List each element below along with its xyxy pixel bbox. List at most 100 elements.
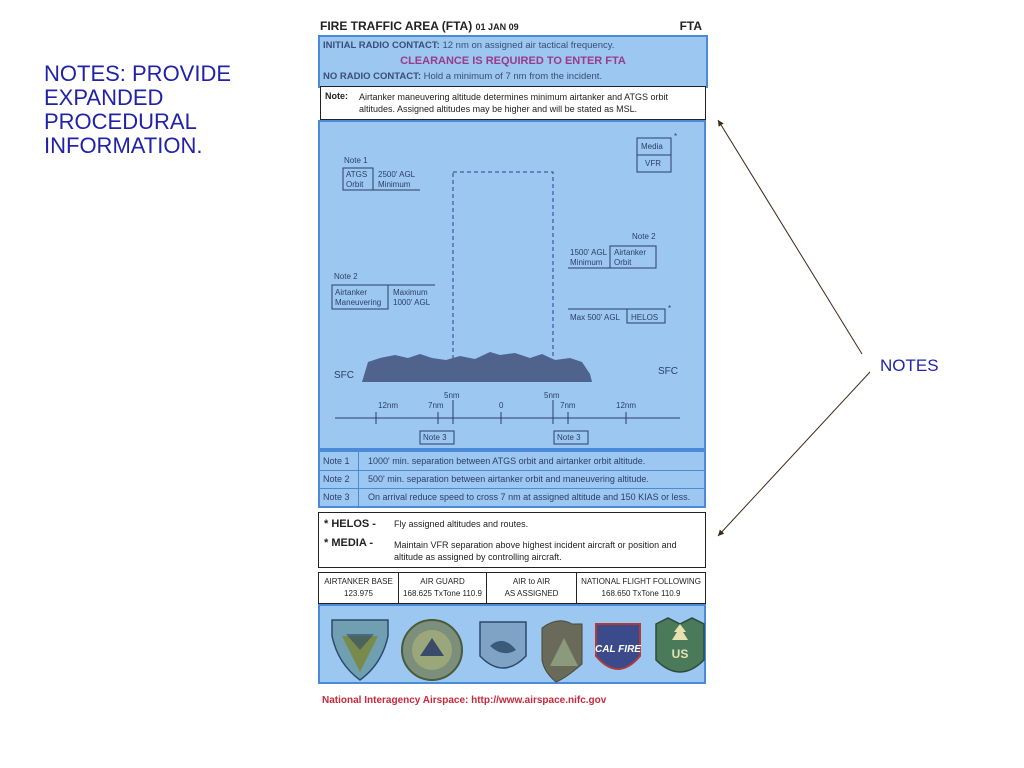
frequency-value: 123.975 — [344, 589, 373, 598]
frequency-cell: AIRTANKER BASE 123.975 — [319, 573, 399, 603]
frequency-name: AIR to AIR — [512, 577, 551, 586]
maneuvering-box — [331, 284, 389, 310]
diagram-graphics — [331, 137, 680, 445]
atgs-label: ATGS — [346, 170, 368, 179]
helos-key: * HELOS - — [324, 518, 376, 530]
notes-row: Note 3 On arrival reduce speed to cross … — [320, 488, 704, 506]
helo-altitude: Max 500' AGL — [570, 313, 620, 322]
no-contact-text: Hold a minimum of 7 nm from the incident… — [423, 71, 603, 82]
scale-label: 12nm — [378, 401, 399, 410]
atgs-minimum: Minimum — [378, 180, 411, 189]
divider — [358, 488, 359, 506]
sfc-left-label: SFC — [334, 370, 354, 381]
initial-contact-text: 12 nm on assigned air tactical frequency… — [442, 40, 615, 51]
tanker-orbit-label: Orbit — [614, 258, 632, 267]
frequency-cell: AIR to AIR AS ASSIGNED — [487, 573, 577, 603]
arrow-up — [717, 119, 863, 355]
note1-label: Note 1 — [344, 156, 368, 165]
fta-altitude-diagram: Note 1 ATGS Orbit 2500' AGL Minimum Medi… — [318, 120, 706, 450]
helos-asterisk: * — [668, 304, 672, 313]
atgs-orbit-label: Orbit — [346, 180, 364, 189]
bia-seal-icon — [401, 619, 463, 681]
card-date: 01 JAN 09 — [475, 22, 519, 32]
note-key: Note 1 — [323, 456, 350, 466]
frequency-name: AIR GUARD — [420, 577, 465, 586]
incident-area-box — [452, 171, 554, 373]
maximum-label: Maximum — [393, 288, 428, 297]
notes-row: Note 1 1000' min. separation between ATG… — [320, 452, 704, 471]
atgs-altitude: 2500' AGL — [378, 170, 416, 179]
note-line: PROCEDURAL — [44, 109, 197, 134]
airspace-website-link[interactable]: National Interagency Airspace: http://ww… — [322, 695, 607, 706]
notes-table: Note 1 1000' min. separation between ATG… — [318, 450, 706, 508]
nps-seal-icon — [541, 620, 583, 683]
tanker-minimum: Minimum — [570, 258, 603, 267]
card-header: FIRE TRAFFIC AREA (FTA) 01 JAN 09 FTA — [320, 17, 706, 35]
media-text: Maintain VFR separation above highest in… — [394, 540, 677, 562]
note-line: NOTES: PROVIDE — [44, 61, 232, 86]
note3-right-label: Note 3 — [557, 433, 581, 442]
media-label: Media — [641, 142, 663, 151]
vfr-label: VFR — [645, 159, 661, 168]
note-value: On arrival reduce speed to cross 7 nm at… — [368, 492, 691, 502]
helos-text: Fly assigned altitudes and routes. — [394, 519, 529, 529]
svg-text:CAL FIRE: CAL FIRE — [595, 644, 641, 655]
note3-left-label: Note 3 — [423, 433, 447, 442]
frequency-name: NATIONAL FLIGHT FOLLOWING — [581, 577, 701, 586]
note3-box-left — [419, 430, 455, 445]
note2-left-label: Note 2 — [334, 272, 358, 281]
helos-label: HELOS — [631, 313, 659, 322]
clearance-notice: CLEARANCE IS REQUIRED TO ENTER FTA — [400, 55, 626, 67]
airtanker-label-left: Airtanker — [335, 288, 368, 297]
divider — [358, 470, 359, 488]
card-title: FIRE TRAFFIC AREA (FTA) 01 JAN 09 — [320, 19, 519, 33]
expanded-info-note: NOTES: PROVIDE EXPANDED PROCEDURAL INFOR… — [44, 62, 294, 158]
note2-right-label: Note 2 — [632, 232, 656, 241]
maximum-altitude: 1000' AGL — [393, 298, 431, 307]
fws-seal-icon — [479, 621, 527, 669]
altitude-note: Note: Airtanker maneuvering altitude det… — [320, 86, 706, 120]
cal-fire-seal-icon: CAL FIRE — [595, 623, 641, 670]
maneuvering-label: Maneuvering — [335, 298, 382, 307]
scale-label: 0 — [499, 401, 504, 410]
scale-label: 7nm — [560, 401, 576, 410]
note-line: INFORMATION. — [44, 133, 203, 158]
blm-seal-icon — [331, 619, 389, 681]
arrow-down — [717, 371, 871, 537]
frequency-cell: AIR GUARD 168.625 TxTone 110.9 — [399, 573, 487, 603]
vfr-box — [636, 154, 672, 173]
note-key: Note 3 — [323, 492, 350, 502]
media-asterisk: * — [674, 132, 678, 141]
initial-contact-label: INITIAL RADIO CONTACT: — [323, 40, 440, 51]
terrain-silhouette — [362, 352, 592, 382]
note-key: Note 2 — [323, 474, 350, 484]
radio-contact-panel: INITIAL RADIO CONTACT: 12 nm on assigned… — [318, 35, 708, 88]
airtanker-label: Airtanker — [614, 248, 647, 257]
airtanker-orbit-box — [609, 245, 657, 269]
scale-label: 5nm — [444, 391, 460, 400]
frequency-value: AS ASSIGNED — [504, 589, 559, 598]
tanker-altitude: 1500' AGL — [570, 248, 608, 257]
helos-box — [626, 308, 666, 324]
forest-service-seal-icon: US — [655, 617, 705, 673]
no-contact-label: NO RADIO CONTACT: — [323, 71, 421, 82]
agency-seals: CAL FIRE US — [318, 604, 706, 684]
sfc-right-label: SFC — [658, 366, 678, 377]
scale-label: 7nm — [428, 401, 444, 410]
media-key: * MEDIA - — [324, 537, 374, 549]
note-value: 500' min. separation between airtanker o… — [368, 474, 649, 484]
notes-row: Note 2 500' min. separation between airt… — [320, 470, 704, 489]
svg-text:US: US — [672, 647, 689, 661]
frequency-cell: NATIONAL FLIGHT FOLLOWING 168.650 TxTone… — [577, 573, 705, 603]
frequency-value: 168.650 TxTone 110.9 — [601, 589, 681, 598]
note-text: Airtanker maneuvering altitude determine… — [359, 92, 668, 114]
card-code: FTA — [679, 19, 702, 33]
note-value: 1000' min. separation between ATGS orbit… — [368, 456, 646, 466]
frequency-name: AIRTANKER BASE — [324, 577, 393, 586]
divider — [358, 452, 359, 470]
note-line: EXPANDED — [44, 85, 164, 110]
starred-notes: * HELOS - Fly assigned altitudes and rou… — [318, 512, 706, 568]
scale-label: 12nm — [616, 401, 637, 410]
scale-label: 5nm — [544, 391, 560, 400]
